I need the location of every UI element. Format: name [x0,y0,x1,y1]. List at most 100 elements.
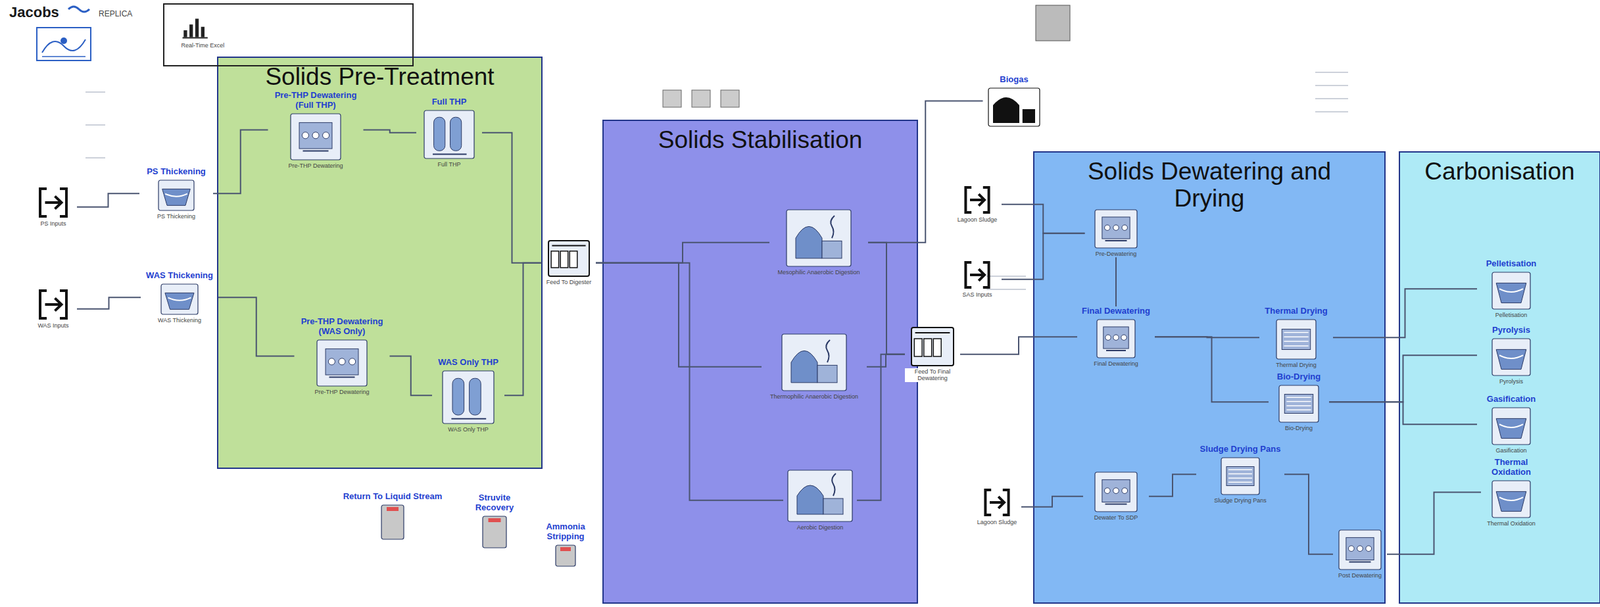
process-unit: PS Inputs [29,186,77,227]
process-unit: PyrolysisPyrolysis [1477,325,1546,385]
process-unit: PS ThickeningPS Thickening [139,167,214,220]
mix-symbol [910,326,955,367]
tank-symbol [1491,480,1531,519]
sludge-pipe [595,242,770,264]
unit-caption: Thermophilic Anaerobic Digestion [768,393,860,400]
process-unit: Post Dewatering [1333,529,1387,579]
sludge-pipe [595,263,762,367]
unit-heading: Full THP [430,97,469,108]
gas-symbol [987,87,1041,127]
unit-caption: Real-Time Excel [180,42,227,49]
unit-caption: WAS Thickening [156,316,203,324]
process-region: Pre-DewateringFinal DewateringFinal Dewa… [1033,151,1385,604]
process-unit: Mesophilic Anaerobic Digestion [769,209,869,276]
region-title: Solids Stabilisation [615,126,905,154]
unit-heading: WAS Only THP [436,357,500,368]
sludge-pipe [1001,233,1086,280]
mix-symbol [547,240,590,277]
sludge-pipe [76,297,141,310]
region-ground [217,57,542,469]
sludge-pipe [1154,336,1269,402]
press-symbol [1096,318,1136,359]
export-panel: Real-Time Excel [163,3,414,67]
sludge-pipe [504,263,542,396]
unit-caption: SAS Inputs [960,291,994,298]
unit-caption: Pelletisation [1494,311,1529,319]
digester-symbol [785,209,852,267]
unit-caption: Bio-Drying [1283,424,1314,432]
unit-caption: Feed To Final Dewatering [904,368,961,383]
sludge-pipe [1386,492,1481,555]
unit-heading: Final Dewatering [1080,306,1152,317]
tank-symbol [1491,338,1531,377]
unit-heading: Pelletisation [1484,259,1539,269]
process-unit: Biogas [983,74,1046,127]
process-unit: Thermophilic Anaerobic Digestion [761,333,867,400]
process-unit: Struvite Recovery [460,493,529,549]
grey-symbol [555,544,577,567]
region-title: Solids Pre-Treatment [228,63,532,91]
unit-caption: Pyrolysis [1498,378,1525,385]
process-unit: WAS ThickeningWAS Thickening [140,270,219,324]
sludge-pipe [1333,288,1478,338]
unit-caption: Lagoon Sludge [956,216,999,223]
sludge-pipe [1148,474,1197,497]
process-unit: Ammonia Stripping [529,522,602,567]
process-unit: Pre-THP Dewatering (Full THP)Pre-THP Dew… [268,90,364,170]
unit-heading: Sludge Drying Pans [1198,444,1283,455]
unit-caption: Mesophilic Anaerobic Digestion [775,268,861,276]
input-symbol [36,186,70,219]
process-unit: Feed To Digester [541,240,596,286]
unit-caption: Pre-Dewatering [1094,250,1139,258]
unit-heading: Biogas [998,74,1030,85]
grey-symbol [482,515,508,549]
unit-caption: Full THP [436,161,463,168]
tank-symbol [160,283,199,316]
sludge-pipe [856,354,905,501]
process-unit: Bio-DryingBio-Drying [1268,372,1330,432]
process-unit: WAS Inputs [29,288,77,329]
dryer-symbol [1275,318,1317,360]
thp-symbol [423,109,475,160]
sludge-pipe [868,242,905,355]
sludge-pipe [1021,496,1084,508]
tank-symbol [1491,271,1531,310]
press-symbol [1338,529,1382,571]
sludge-pipe [482,132,542,264]
unit-heading: Pre-THP Dewatering (WAS Only) [294,316,390,337]
digester-symbol [781,333,848,392]
region-ground [1399,151,1600,604]
unit-heading: PS Thickening [145,167,208,177]
process-unit: Feed To Final Dewatering [904,326,961,383]
unit-heading: Ammonia Stripping [529,522,602,542]
unit-caption: Final Dewatering [1092,360,1140,367]
unit-caption: Pre-THP Dewatering [313,388,371,396]
press-symbol [1094,471,1138,513]
process-unit: SAS Inputs [952,260,1002,298]
unit-heading: Thermal Drying [1263,306,1329,317]
input-symbol [36,288,70,321]
process-unit: Full THP Full THP [416,97,483,168]
grey-symbol [380,504,405,540]
sludge-pipe [389,356,433,396]
unit-heading: Struvite Recovery [460,493,529,513]
input-symbol [982,487,1012,517]
unit-caption: WAS Inputs [36,322,70,329]
thp-symbol [441,370,495,425]
unit-caption: Dewater To SDP [1092,514,1140,521]
process-unit: Dewater To SDP [1083,471,1149,521]
product-name: REPLICA [98,9,133,19]
process-region: Mesophilic Anaerobic DigestionThermophil… [603,120,918,604]
process-unit: Final DewateringFinal Dewatering [1077,306,1155,367]
sludge-pipe [213,130,269,194]
unit-heading: Pyrolysis [1490,325,1532,336]
process-region: PelletisationPelletisationPyrolysisPyrol… [1399,151,1600,604]
unit-caption: Post Dewatering [1336,572,1383,579]
unit-heading: WAS Thickening [144,270,215,281]
sludge-pipe [960,336,1078,355]
sludge-pipe [1329,355,1478,402]
process-unit: Lagoon Sludge [952,185,1002,223]
dryer-symbol [1220,457,1261,496]
unit-caption: Sludge Drying Pans [1212,497,1268,504]
sludge-pipe [76,193,140,208]
